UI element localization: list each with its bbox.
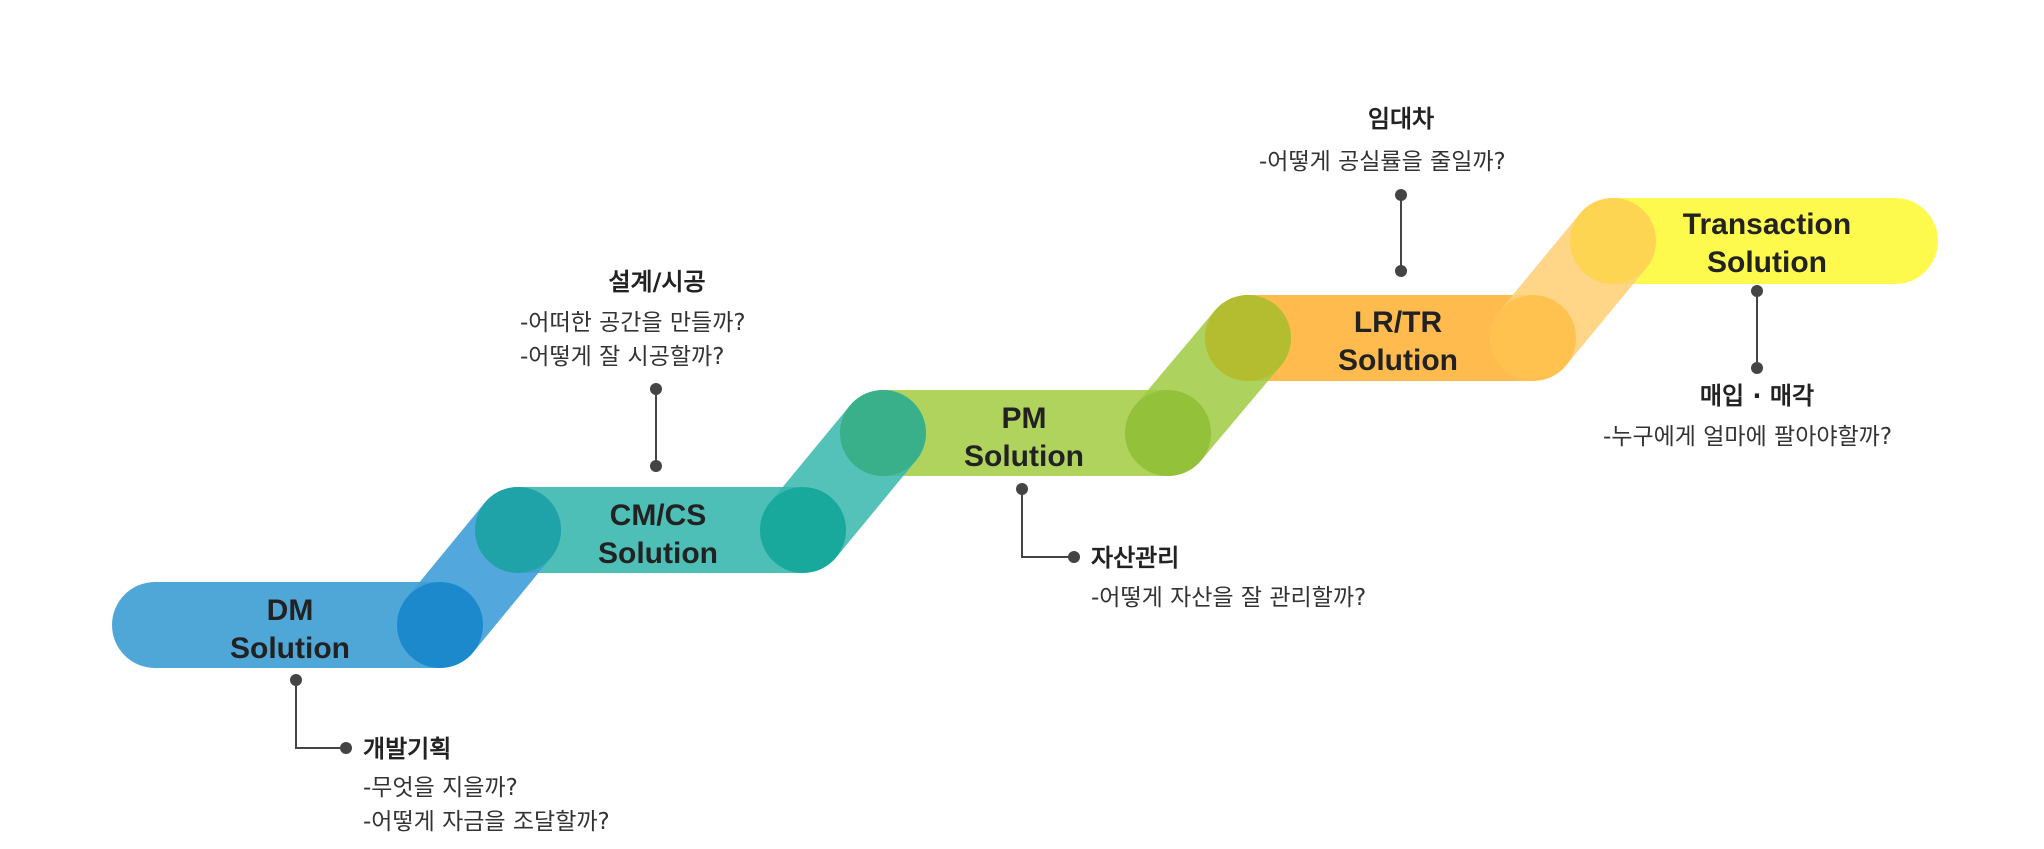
stage-label-pm: PM Solution: [964, 402, 1084, 473]
stage-label-cmcs-line2: Solution: [598, 537, 718, 570]
annotation-design-line1: -어떠한 공간을 만들까?: [520, 310, 746, 336]
annotation-leasing-title: 임대차: [1368, 105, 1434, 133]
leader-transaction: [1751, 285, 1763, 374]
stage-label-lrtr-line1: LR/TR: [1354, 306, 1443, 339]
stage-label-pm-line1: PM: [1002, 402, 1047, 435]
leader-dm: [290, 674, 352, 754]
joint-cmcs-pm-upper: [840, 390, 926, 476]
joint-lrtr-transaction-upper: [1570, 198, 1656, 284]
annotation-design-line2: -어떻게 잘 시공할까?: [520, 344, 724, 370]
leader-cmcs: [650, 383, 662, 472]
stage-label-transaction-line2: Solution: [1707, 246, 1827, 279]
stage-bar-lrtr: [1205, 295, 1573, 381]
joint-dm-cmcs-lower: [397, 582, 483, 668]
stage-label-cmcs: CM/CS Solution: [598, 499, 718, 570]
stage-label-dm-line1: DM: [267, 594, 314, 627]
annotation-leasing-line1: -어떻게 공실률을 줄일까?: [1259, 149, 1506, 175]
stage-bar-transaction: [1570, 198, 1938, 284]
annotation-asset-title: 자산관리: [1091, 544, 1179, 572]
joint-cmcs-pm-lower: [760, 487, 846, 573]
stage-label-dm: DM Solution: [230, 594, 350, 665]
annotation-asset-line1: -어떻게 자산을 잘 관리할까?: [1091, 585, 1366, 611]
annotation-design-title: 설계/시공: [608, 268, 705, 296]
stage-bar-cmcs: [475, 487, 843, 573]
stage-label-cmcs-line1: CM/CS: [610, 499, 707, 532]
stage-label-transaction-line1: Transaction: [1683, 208, 1851, 241]
annotation-dev-planning-line2: -어떻게 자금을 조달할까?: [363, 809, 610, 835]
joint-lrtr-transaction-lower: [1490, 295, 1576, 381]
annotation-sale-title: 매입 · 매각: [1700, 382, 1814, 410]
stage-label-lrtr-line2: Solution: [1338, 344, 1458, 377]
annotation-dev-planning-title: 개발기획: [363, 735, 451, 763]
joint-pm-lrtr-upper: [1205, 295, 1291, 381]
stage-label-dm-line2: Solution: [230, 632, 350, 665]
annotation-sale-line1: -누구에게 얼마에 팔아야할까?: [1603, 424, 1892, 450]
stage-label-lrtr: LR/TR Solution: [1338, 306, 1458, 377]
stage-label-pm-line2: Solution: [964, 440, 1084, 473]
stage-bar-pm: [840, 390, 1208, 476]
leader-pm: [1016, 483, 1080, 563]
annotation-dev-planning-line1: -무엇을 지을까?: [363, 775, 518, 801]
stage-bar-dm: [112, 582, 480, 668]
joint-pm-lrtr-lower: [1125, 390, 1211, 476]
joint-dm-cmcs-upper: [475, 487, 561, 573]
leader-lrtr: [1395, 189, 1407, 277]
